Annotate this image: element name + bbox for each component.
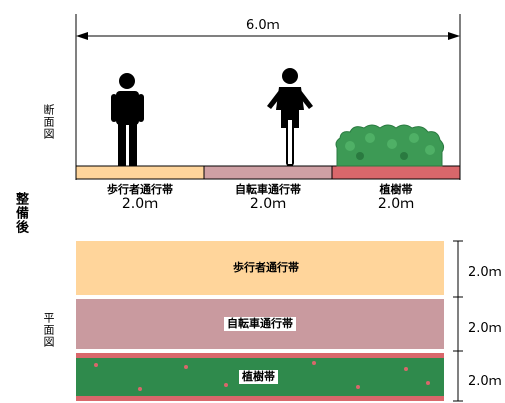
plan-walk-dim: 2.0ｍ [468,265,502,280]
plan-walk-band [76,241,444,295]
section-view-label: 断面図 [42,104,55,140]
walk-zone-name: 歩行者通行帯 [107,183,173,196]
bike-zone-bar [203,165,333,180]
after-improvement-label: 整備後 [13,192,28,234]
plan-plant-texture [76,353,444,401]
plant-zone-bar [331,165,461,180]
dimension-arrow-right [448,32,460,40]
plan-plant-dim: 2.0ｍ [468,374,502,389]
plan-walk-label: 歩行者通行帯 [233,261,299,274]
cross-section-drawing [75,14,461,180]
walk-zone-width: 2.0ｍ [121,196,159,212]
plan-bike-dim: 2.0ｍ [468,321,502,336]
pedestrian-icon [111,73,144,166]
plant-zone-name: 植樹帯 [379,183,413,196]
dimension-arrow-left [76,32,88,40]
hedge-icon [335,124,445,167]
total-width-label: 6.0ｍ [246,18,280,33]
walk-zone-bar [75,165,205,180]
plan-view-label: 平面図 [42,312,55,348]
plan-plant-label: 植樹帯 [239,370,278,384]
bike-zone-width: 2.0ｍ [249,196,287,212]
plan-bike-label: 自転車通行帯 [224,317,296,331]
plant-zone-width: 2.0ｍ [377,196,415,212]
bike-zone-name: 自転車通行帯 [235,183,301,196]
cyclist-icon [267,68,313,166]
plan-dimension-line [453,240,463,402]
